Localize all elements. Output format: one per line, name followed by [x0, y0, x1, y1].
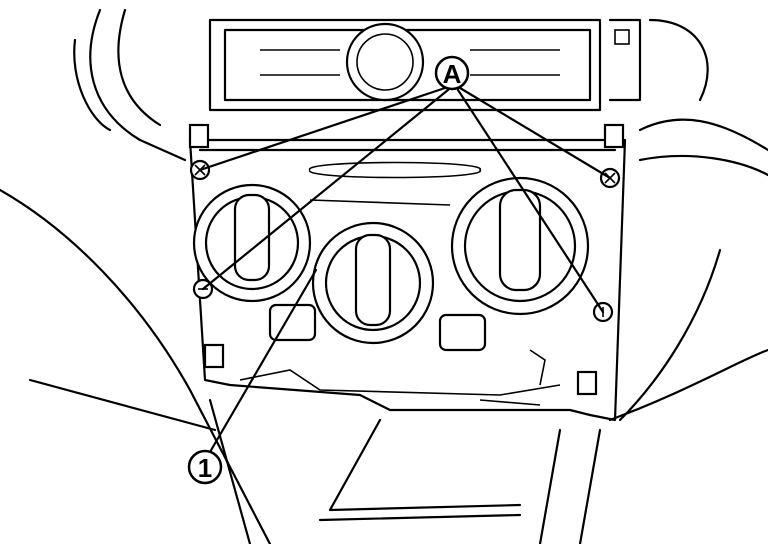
dashboard-outline [0, 8, 768, 544]
leader-lines [198, 86, 612, 454]
callout-a-label: A [443, 59, 462, 89]
center-knob [311, 221, 435, 345]
callout-1: 1 [187, 449, 223, 485]
right-knob [450, 176, 590, 316]
center-vent [208, 18, 709, 112]
callout-1-label: 1 [198, 453, 212, 483]
callout-a: A [434, 55, 470, 91]
